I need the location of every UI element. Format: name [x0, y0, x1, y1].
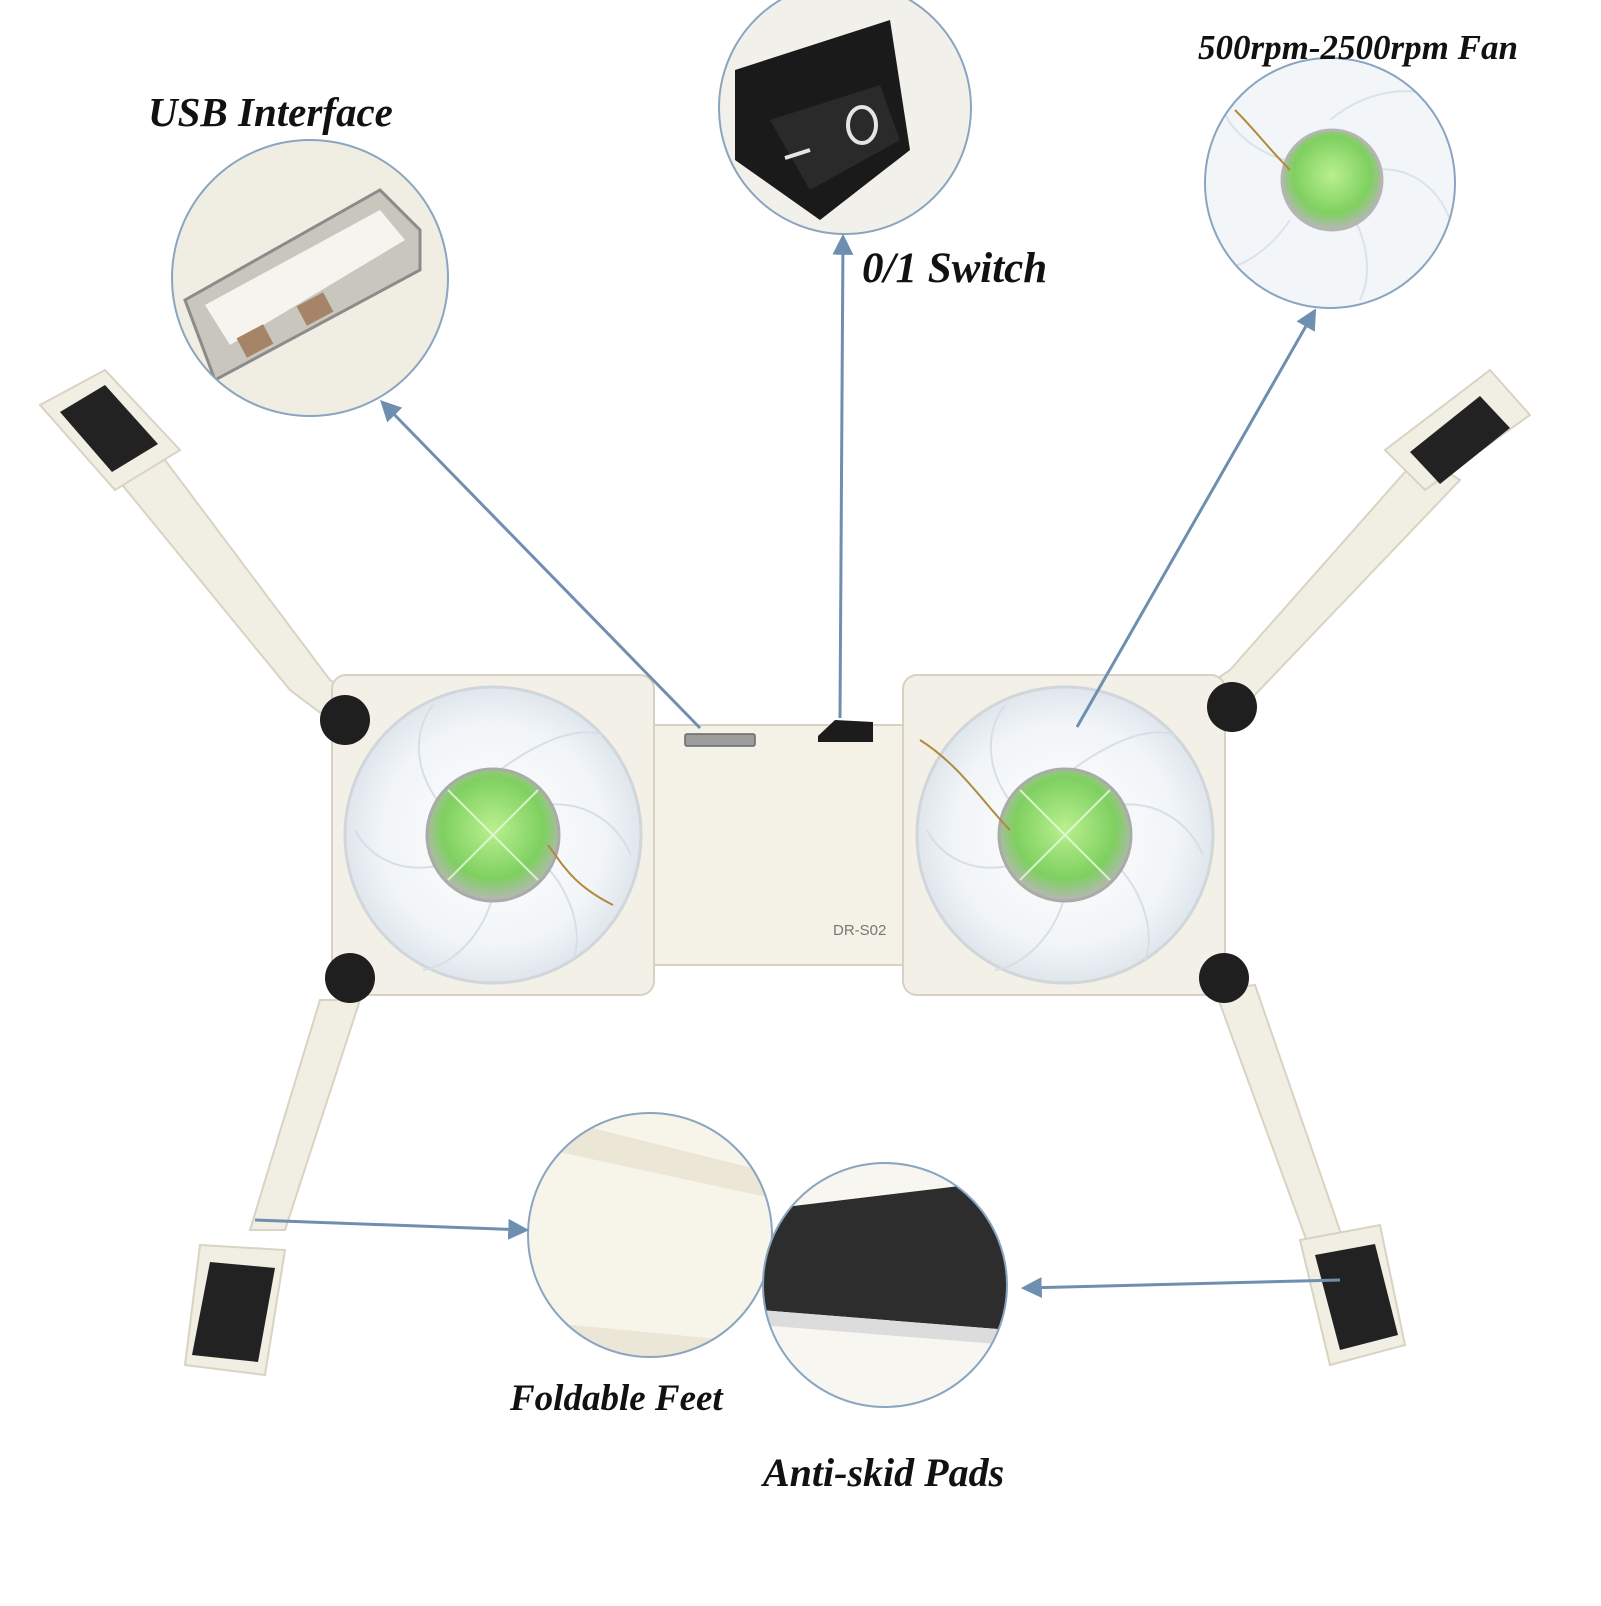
- leg-bottom-right: [1213, 983, 1347, 1252]
- callout-arrows: [254, 233, 1341, 1299]
- callout-label-fan: 500rpm-2500rpm Fan: [1198, 28, 1518, 67]
- pad-bottom-right: [1315, 1244, 1398, 1350]
- callout-circle-usb: [171, 139, 449, 417]
- power-switch: [818, 720, 873, 742]
- arrow-switch: [832, 233, 854, 719]
- callout-label-usb-interface: USB Interface: [148, 89, 393, 135]
- leg-top-left: [108, 438, 362, 722]
- arrow-feet: [254, 1218, 530, 1240]
- hinge-knob-bottom-left: [325, 953, 375, 1003]
- arrow-fan: [1075, 308, 1317, 728]
- hinge-knob-top-right: [1207, 682, 1257, 732]
- callout-circle-pads: [762, 1162, 1008, 1408]
- callout-circle-fan: [1204, 57, 1456, 309]
- usb-port: [684, 733, 756, 747]
- arrow-pads: [1020, 1277, 1341, 1299]
- callout-circle-switch: [718, 0, 972, 235]
- stand-legs: [38, 368, 1532, 1377]
- callout-label-switch: 0/1 Switch: [862, 245, 1048, 292]
- pad-top-left: [60, 385, 158, 472]
- center-bridge: [639, 724, 941, 966]
- cooler-body: DR-S02: [320, 674, 1257, 1003]
- callout-label-anti-skid-pads: Anti-skid Pads: [763, 1450, 1005, 1495]
- pad-top-right: [1410, 396, 1510, 484]
- model-label: DR-S02: [833, 922, 886, 939]
- hinge-knob-top-left: [320, 695, 370, 745]
- leg-top-right: [1198, 453, 1462, 714]
- right-fan: [915, 685, 1215, 985]
- left-fan: [343, 685, 643, 985]
- hinge-knob-bottom-right: [1199, 953, 1249, 1003]
- callout-label-foldable-feet: Foldable Feet: [510, 1378, 723, 1419]
- callout-circle-feet: [527, 1112, 773, 1358]
- arrow-usb: [380, 399, 702, 730]
- pad-bottom-left: [192, 1262, 275, 1362]
- leg-bottom-left: [248, 999, 362, 1231]
